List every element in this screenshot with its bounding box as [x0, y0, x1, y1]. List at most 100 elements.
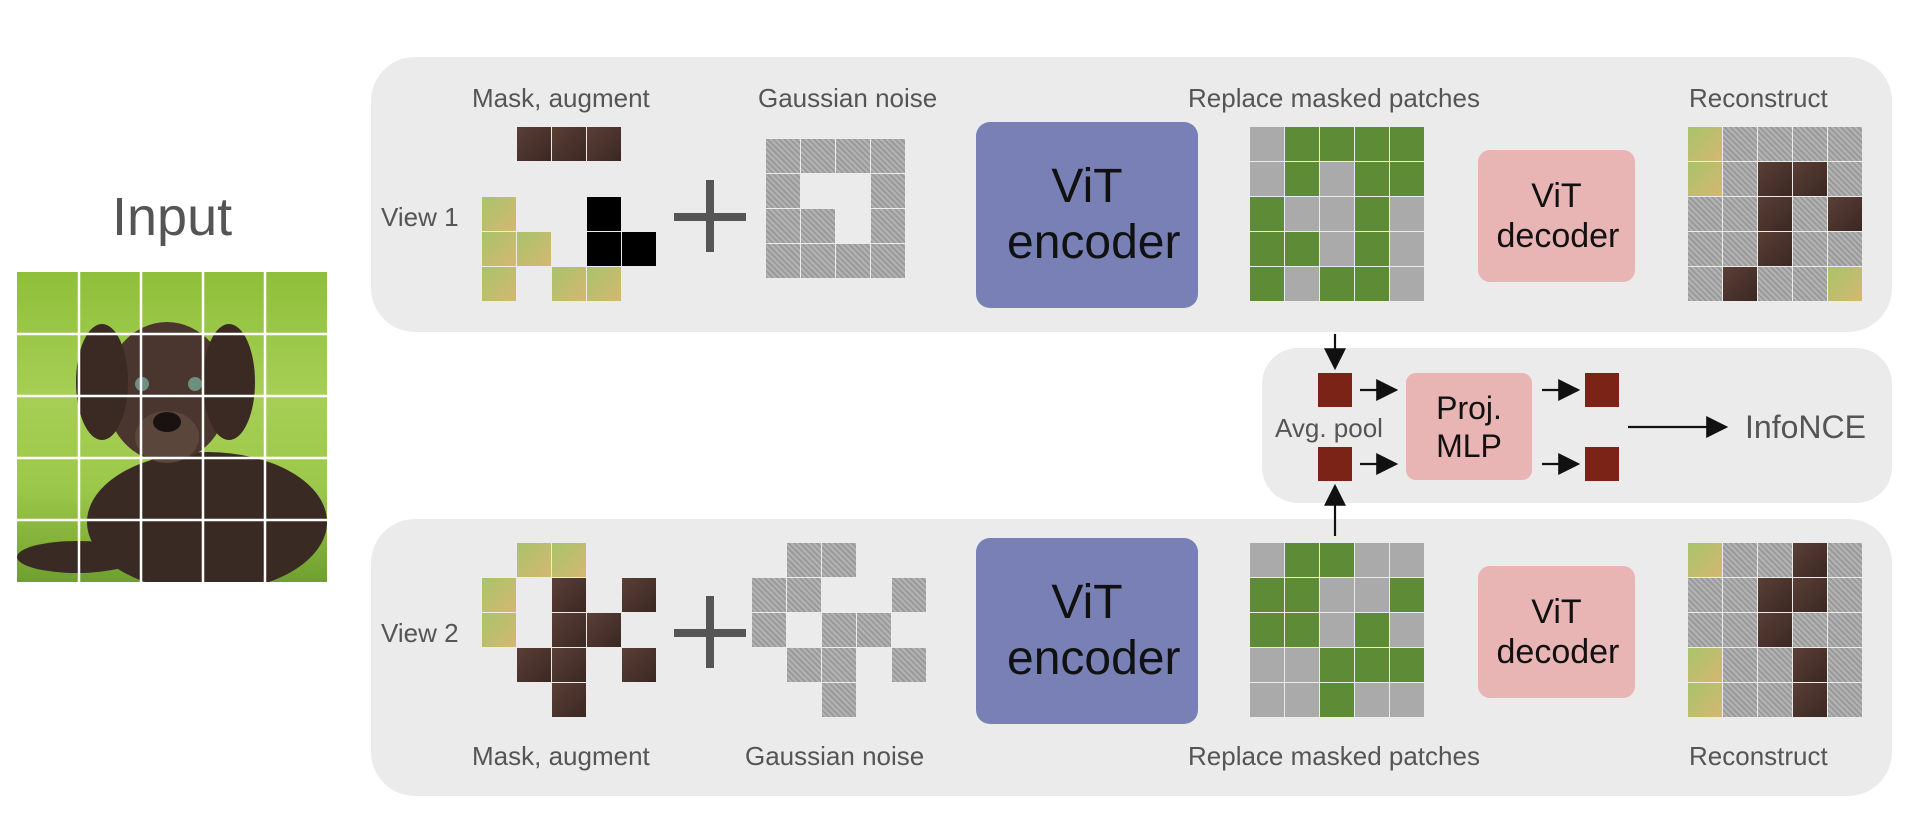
view2-encoder-label: ViT encoder [1007, 576, 1181, 685]
recon-noise-patch [1828, 127, 1862, 161]
view1-noise-label: Gaussian noise [758, 83, 938, 113]
masked-patch [587, 613, 621, 647]
projection-label: Proj. MLP [1436, 389, 1502, 464]
noise-replaced-patch [1250, 127, 1284, 161]
view1-projection [1585, 373, 1619, 407]
recon-noise-patch [1688, 613, 1722, 647]
noise-replaced-patch [1250, 162, 1284, 196]
view2-vit-decoder: ViT decoder [1478, 566, 1635, 698]
recon-dog-patch [1758, 162, 1792, 196]
recon-noise-patch [1758, 683, 1792, 717]
noise-patch [892, 648, 926, 682]
view2-projection [1585, 447, 1619, 481]
visible-patch [1320, 648, 1354, 682]
masked-patch [482, 613, 516, 647]
view1-reconstruct-label: Reconstruct [1689, 83, 1828, 113]
noise-replaced-patch [1390, 232, 1424, 266]
visible-patch [1355, 267, 1389, 301]
noise-replaced-patch [1320, 232, 1354, 266]
recon-dog-patch [1758, 197, 1792, 231]
noise-patch [871, 174, 905, 208]
masked-patch [552, 613, 586, 647]
recon-noise-patch [1828, 543, 1862, 577]
visible-patch [1390, 162, 1424, 196]
noise-replaced-patch [1390, 683, 1424, 717]
recon-dog-patch [1793, 162, 1827, 196]
noise-replaced-patch [1285, 197, 1319, 231]
noise-replaced-patch [1355, 683, 1389, 717]
view1-mask-label: Mask, augment [472, 83, 650, 113]
view2-embedding [1318, 447, 1352, 481]
recon-noise-patch [1828, 578, 1862, 612]
recon-grass-patch [1688, 162, 1722, 196]
noise-replaced-patch [1250, 543, 1284, 577]
recon-dog-patch [1793, 648, 1827, 682]
visible-patch [1250, 578, 1284, 612]
recon-noise-patch [1758, 267, 1792, 301]
noise-replaced-patch [1390, 543, 1424, 577]
recon-dog-patch [1758, 613, 1792, 647]
dog-drawing [17, 322, 327, 582]
masked-patch [587, 232, 621, 266]
noise-patch [766, 174, 800, 208]
view1-vit-decoder: ViT decoder [1478, 150, 1635, 282]
view1-decoder-label: ViT decoder [1496, 177, 1620, 255]
recon-dog-patch [1758, 578, 1792, 612]
noise-replaced-patch [1320, 578, 1354, 612]
recon-grass-patch [1688, 127, 1722, 161]
recon-noise-patch [1723, 648, 1757, 682]
visible-patch [1285, 543, 1319, 577]
noise-patch [766, 139, 800, 173]
visible-patch [1285, 578, 1319, 612]
noise-replaced-patch [1320, 197, 1354, 231]
view2-mask-label: Mask, augment [472, 741, 650, 771]
recon-noise-patch [1793, 613, 1827, 647]
recon-noise-patch [1723, 543, 1757, 577]
recon-noise-patch [1793, 127, 1827, 161]
recon-noise-patch [1723, 578, 1757, 612]
visible-patch [1320, 683, 1354, 717]
recon-noise-patch [1793, 232, 1827, 266]
visible-patch [1390, 648, 1424, 682]
visible-patch [1355, 197, 1389, 231]
visible-patch [1355, 232, 1389, 266]
masked-patch [587, 127, 621, 161]
noise-patch [892, 578, 926, 612]
masked-patch [552, 683, 586, 717]
recon-grass-patch [1828, 267, 1862, 301]
visible-patch [1320, 267, 1354, 301]
recon-noise-patch [1828, 232, 1862, 266]
noise-replaced-patch [1250, 648, 1284, 682]
noise-replaced-patch [1390, 197, 1424, 231]
recon-noise-patch [1723, 162, 1757, 196]
masked-patch [552, 127, 586, 161]
recon-noise-patch [1793, 267, 1827, 301]
visible-patch [1250, 613, 1284, 647]
noise-patch [822, 683, 856, 717]
recon-noise-patch [1723, 683, 1757, 717]
noise-replaced-patch [1320, 613, 1354, 647]
masked-patch [517, 232, 551, 266]
noise-replaced-patch [1285, 267, 1319, 301]
noise-patch [871, 139, 905, 173]
masked-patch [482, 578, 516, 612]
recon-noise-patch [1758, 648, 1792, 682]
visible-patch [1390, 127, 1424, 161]
visible-patch [1320, 127, 1354, 161]
view2-vit-encoder: ViT encoder [976, 538, 1198, 724]
noise-patch [787, 543, 821, 577]
view1-label: View 1 [381, 202, 459, 232]
visible-patch [1355, 127, 1389, 161]
masked-patch [482, 232, 516, 266]
input-title: Input [112, 187, 233, 247]
view2-label: View 2 [381, 618, 459, 648]
view1-replace-label: Replace masked patches [1188, 83, 1480, 113]
recon-noise-patch [1688, 232, 1722, 266]
recon-noise-patch [1828, 683, 1862, 717]
recon-grass-patch [1688, 648, 1722, 682]
recon-dog-patch [1793, 683, 1827, 717]
recon-noise-patch [1723, 127, 1757, 161]
noise-patch [822, 543, 856, 577]
visible-patch [1355, 613, 1389, 647]
